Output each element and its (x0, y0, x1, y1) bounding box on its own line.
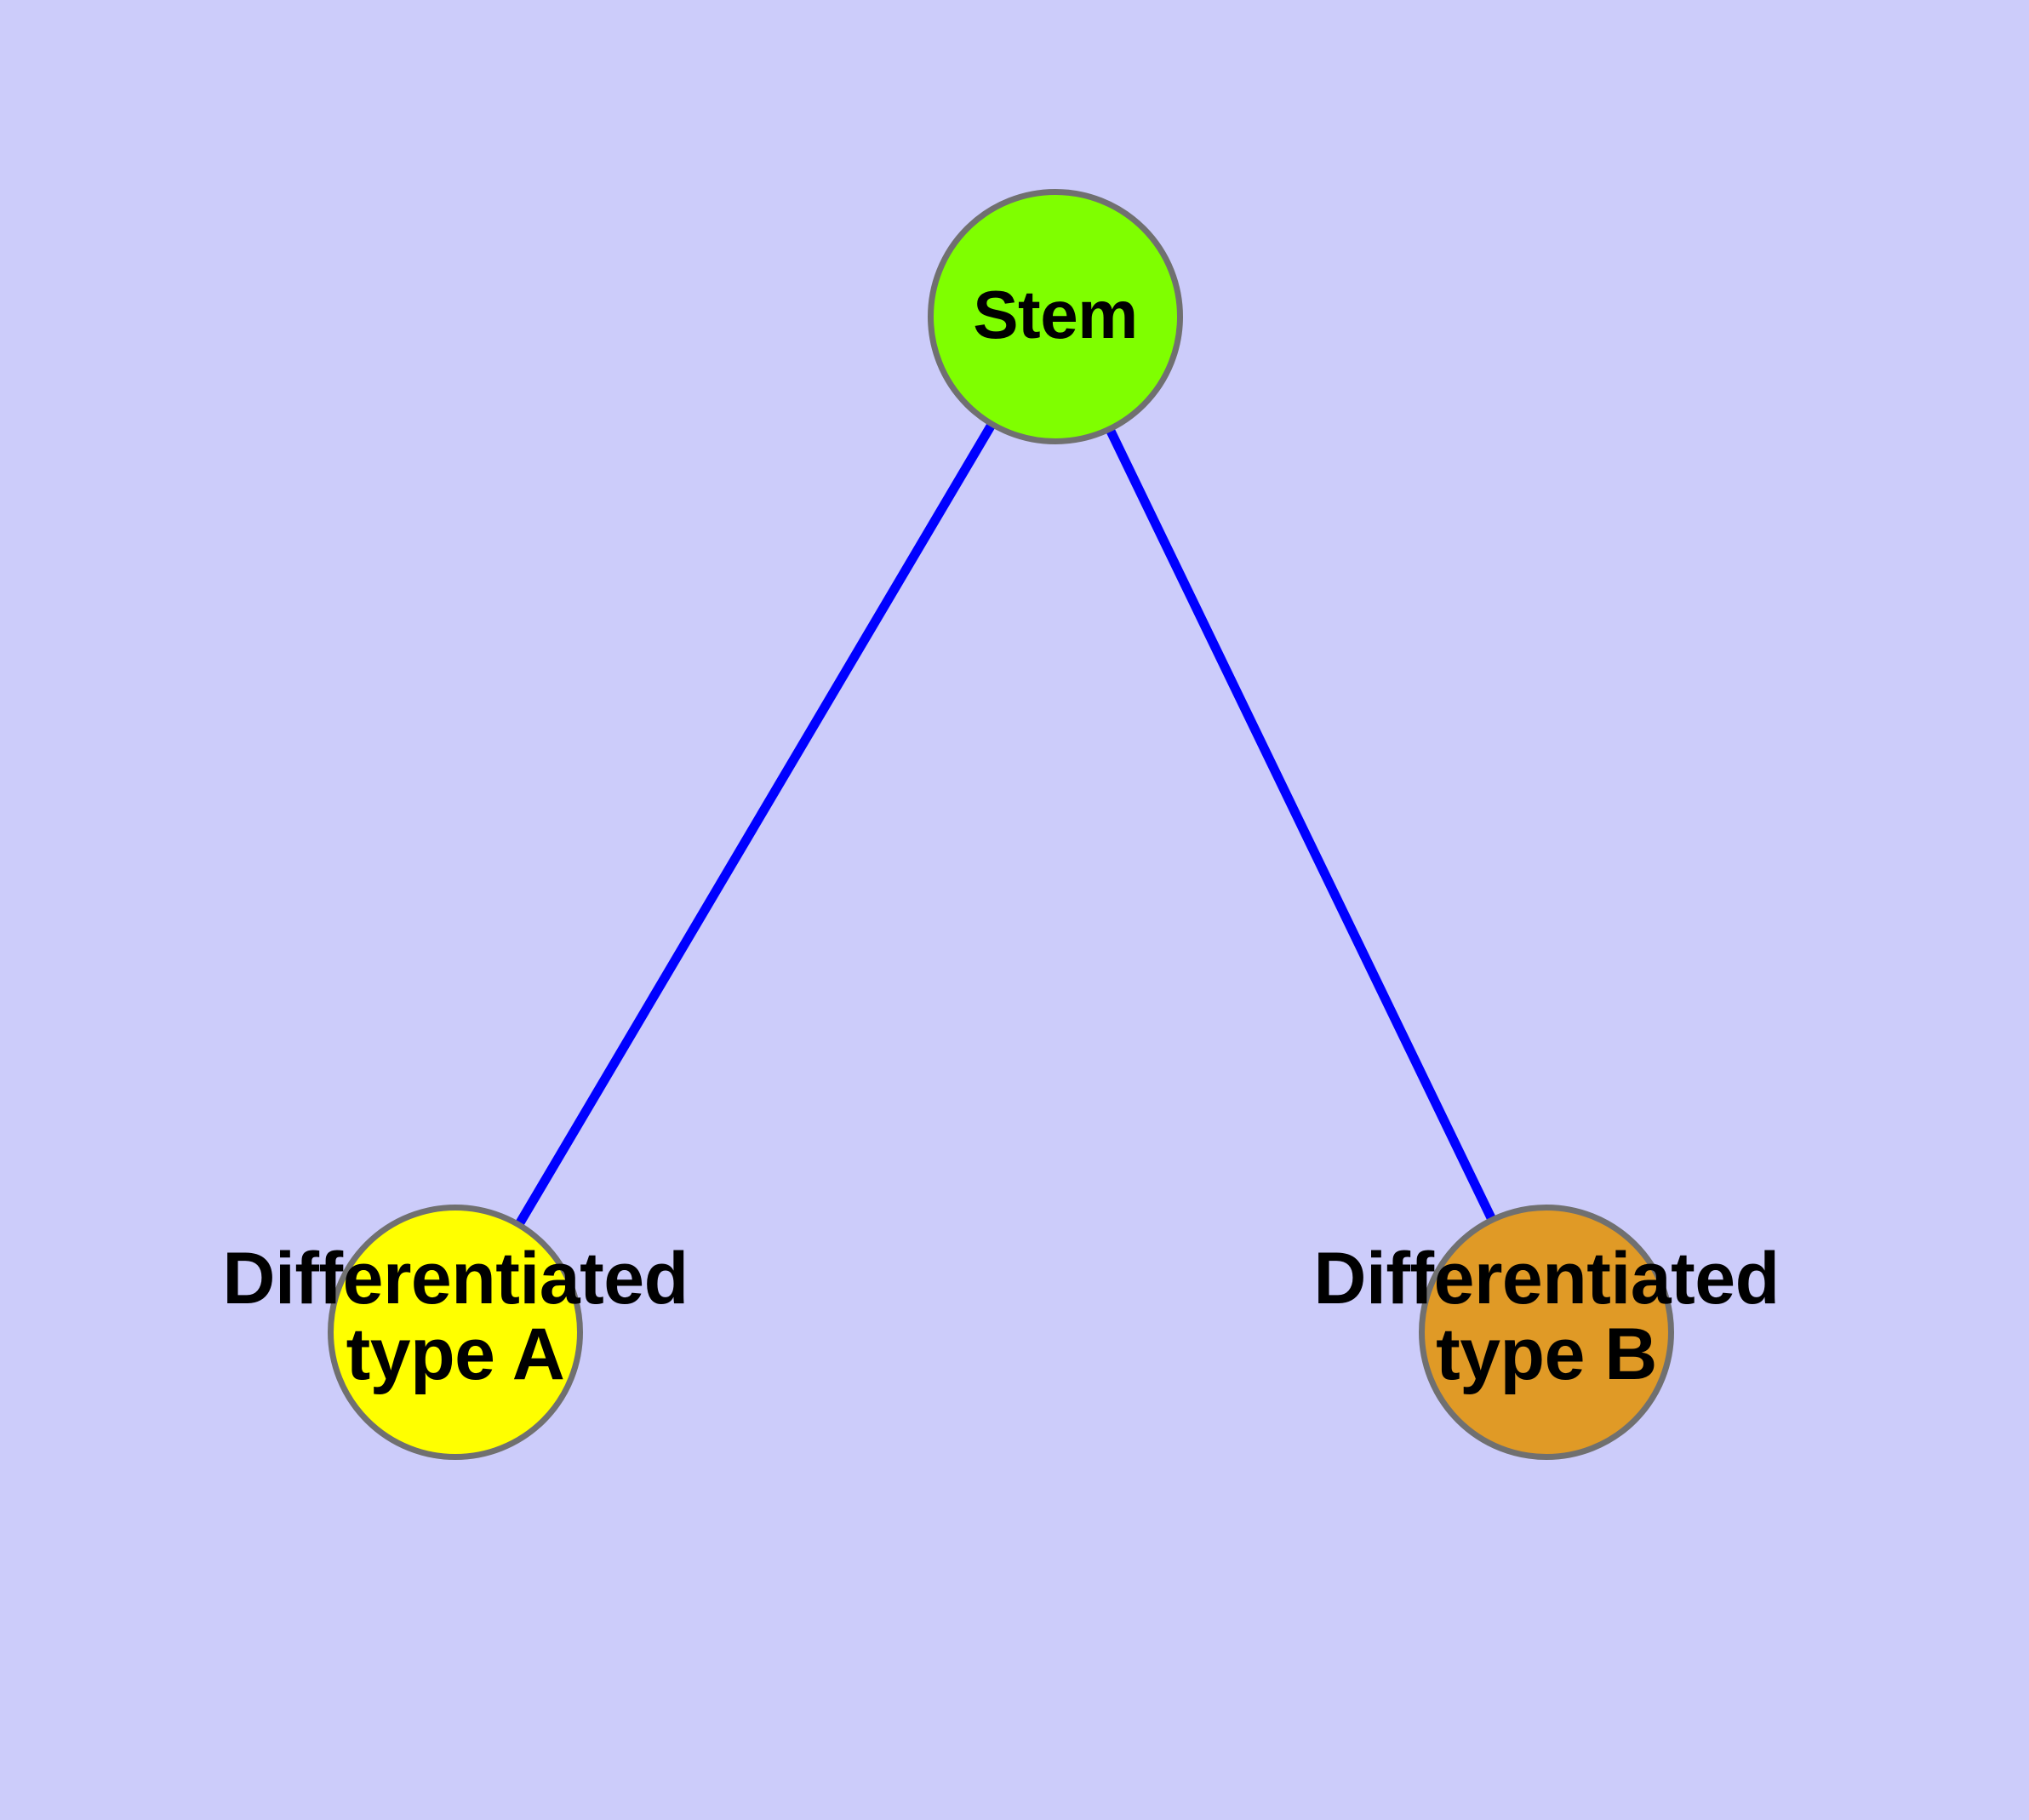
edges-layer (451, 314, 1551, 1335)
graph-node-diff_a[interactable] (328, 1205, 583, 1460)
graph-node-stem[interactable] (928, 189, 1183, 444)
graph-node-diff_b[interactable] (1419, 1205, 1674, 1460)
graph-edge (1051, 314, 1551, 1335)
graph-edge (451, 314, 1060, 1335)
nodes-layer (328, 189, 1674, 1460)
